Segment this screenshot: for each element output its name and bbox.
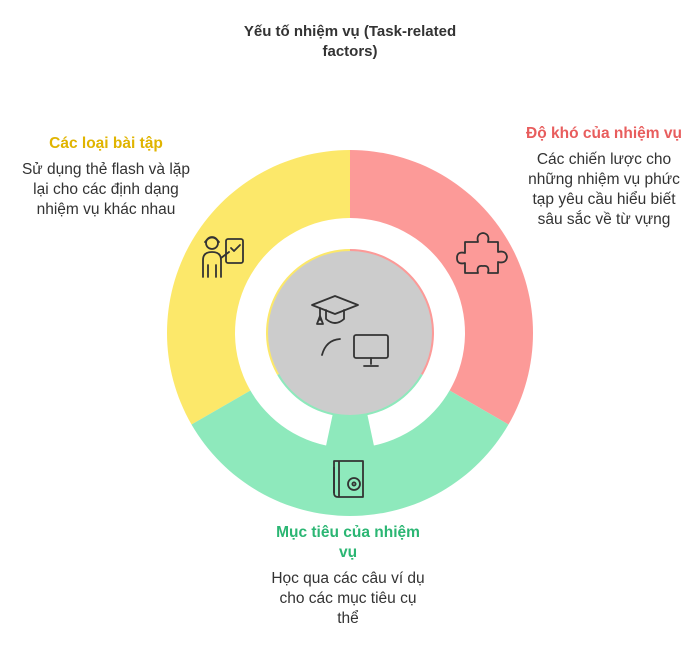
heading-types: Các loại bài tập [49,135,163,152]
graduation-cap-icon [311,295,359,325]
segment-goals [191,333,509,516]
heading-goals: Mục tiêu của nhiệm vụ [276,524,420,561]
description-goals: Học qua các câu ví dụ cho các mục tiêu c… [271,570,425,627]
label-block-goals: Mục tiêu của nhiệm vụ Học qua các câu ví… [268,523,428,629]
student-with-board-icon [202,236,244,278]
description-difficulty: Các chiến lược cho những nhiệm vụ phức t… [528,151,680,228]
heading-difficulty: Độ khó của nhiệm vụ [526,125,682,142]
puzzle-piece-icon [456,232,508,274]
label-block-difficulty: Độ khó của nhiệm vụ Các chiến lược cho n… [524,124,684,230]
center-circle [268,251,432,415]
computer-monitor-icon [353,334,389,367]
book-with-disc-icon [333,460,364,498]
label-block-types: Các loại bài tập Sử dụng thẻ flash và lặ… [20,134,192,220]
description-types: Sử dụng thẻ flash và lặp lại cho các địn… [21,161,191,218]
person-arc-icon [321,338,341,356]
diagram-title: Yếu tố nhiệm vụ (Task-related factors) [243,23,457,60]
